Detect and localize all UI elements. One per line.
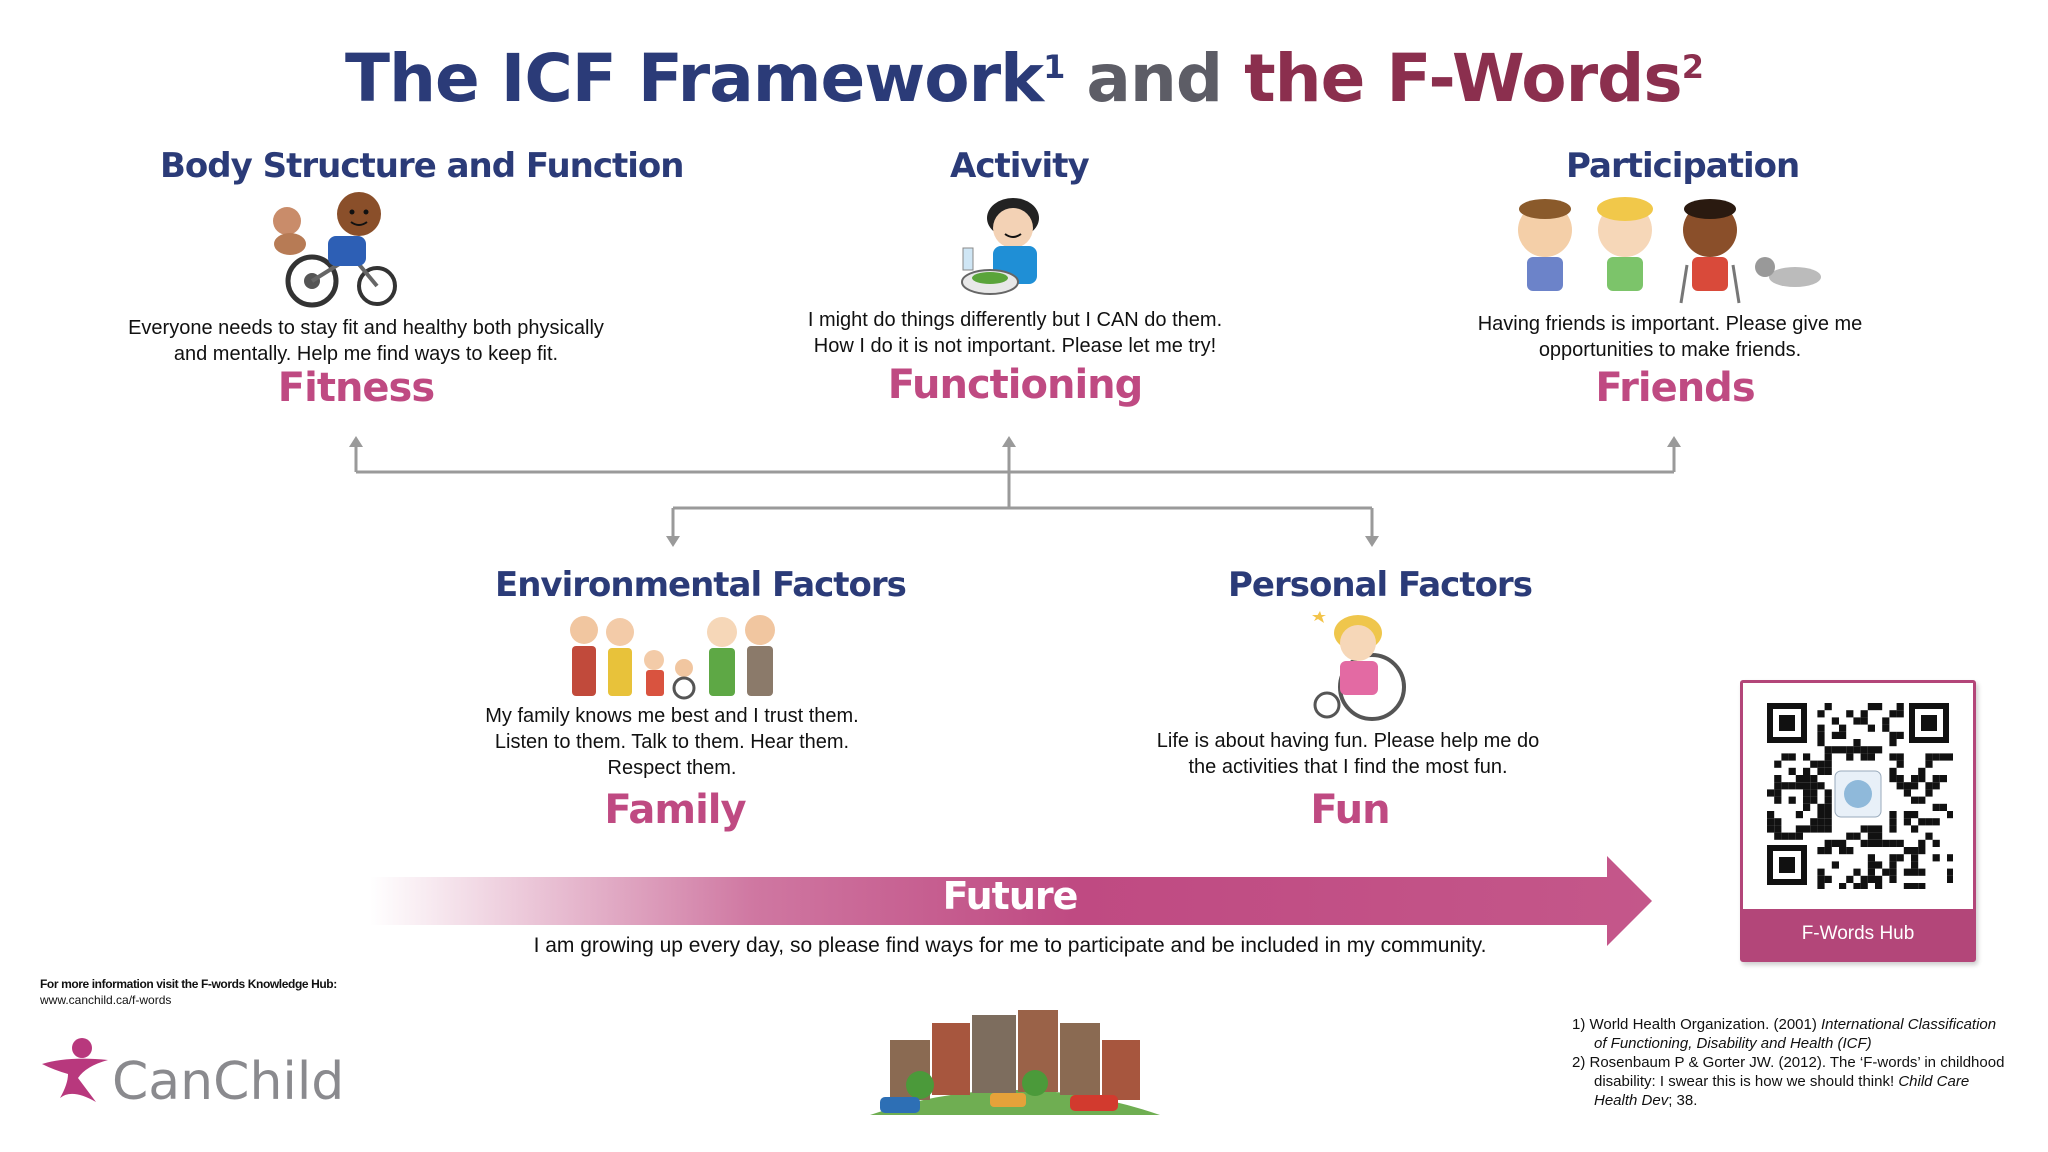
title-part3: the F-Words bbox=[1244, 40, 1683, 117]
activity-desc-line2: How I do it is not important. Please let… bbox=[813, 335, 1217, 357]
community-city-illustration bbox=[870, 1010, 1160, 1115]
reference-1: 1) World Health Organization. (2001) Int… bbox=[1572, 1015, 2012, 1053]
canchild-logo-text: CanChild bbox=[112, 1052, 345, 1112]
canchild-logo-icon bbox=[42, 1038, 108, 1102]
personal-desc-line2: the activities that I find the most fun. bbox=[1188, 756, 1508, 778]
environmental-factors-heading: Environmental Factors bbox=[495, 565, 907, 605]
child-in-wheelchair-illustration bbox=[1312, 611, 1406, 721]
personal-desc-line1: Life is about having fun. Please help me… bbox=[1156, 730, 1540, 752]
body-desc-line1: Everyone needs to stay fit and healthy b… bbox=[128, 317, 604, 339]
title-superscript-2: 2 bbox=[1681, 48, 1704, 86]
reference-1-text: 1) World Health Organization. (2001) bbox=[1572, 1016, 1822, 1033]
personal-factors-heading: Personal Factors bbox=[1228, 565, 1533, 605]
fword-fitness: Fitness bbox=[277, 365, 435, 411]
body-structure-description: Everyone needs to stay fit and healthy b… bbox=[66, 315, 666, 367]
title-part1: The ICF Framework bbox=[345, 40, 1044, 117]
personal-description: Life is about having fun. Please help me… bbox=[1048, 728, 1648, 780]
fword-family: Family bbox=[604, 787, 746, 833]
fword-functioning: Functioning bbox=[887, 362, 1144, 408]
environmental-desc-line1: My family knows me best and I trust them… bbox=[485, 705, 859, 727]
qr-code[interactable] bbox=[1763, 699, 1953, 889]
page-title: The ICF Framework1 and the F-Words2 bbox=[0, 40, 2048, 117]
future-label: Future bbox=[942, 874, 1079, 918]
environmental-desc-line2: Listen to them. Talk to them. Hear them. bbox=[494, 731, 850, 753]
reference-1-title: International Classification of Function… bbox=[1594, 1016, 1997, 1052]
friends-illustration bbox=[1518, 197, 1821, 304]
participation-desc-line1: Having friends is important. Please give… bbox=[1477, 313, 1863, 335]
qr-code-label: F-Words Hub bbox=[1743, 909, 1973, 959]
child-eating-illustration bbox=[961, 198, 1039, 295]
info-url-link[interactable]: www.canchild.ca/f-words bbox=[40, 993, 172, 1007]
reference-2: 2) Rosenbaum P & Gorter JW. (2012). The … bbox=[1572, 1053, 2012, 1110]
qr-code-card[interactable]: F-Words Hub bbox=[1740, 680, 1976, 962]
activity-desc-line1: I might do things differently but I CAN … bbox=[807, 309, 1223, 331]
body-structure-heading: Body Structure and Function bbox=[160, 146, 684, 186]
reference-2-text: 2) Rosenbaum P & Gorter JW. (2012). The … bbox=[1572, 1054, 2005, 1090]
reference-2-journal: Child Care Health Dev bbox=[1594, 1073, 1970, 1109]
future-description: I am growing up every day, so please fin… bbox=[533, 934, 1487, 957]
participation-desc-line2: opportunities to make friends. bbox=[1538, 339, 1802, 361]
child-on-tricycle-illustration bbox=[273, 192, 397, 308]
title-part2: and bbox=[1086, 40, 1223, 117]
fword-friends: Friends bbox=[1595, 365, 1755, 411]
references: 1) World Health Organization. (2001) Int… bbox=[1572, 1015, 2012, 1110]
family-illustration bbox=[570, 615, 775, 700]
participation-heading: Participation bbox=[1566, 146, 1800, 186]
activity-heading: Activity bbox=[950, 146, 1090, 186]
activity-description: I might do things differently but I CAN … bbox=[715, 307, 1315, 359]
environmental-desc-line3: Respect them. bbox=[607, 757, 737, 779]
reference-2-end: ; 38. bbox=[1668, 1092, 1698, 1109]
info-label: For more information visit the F-words K… bbox=[40, 977, 337, 991]
title-superscript-1: 1 bbox=[1043, 48, 1065, 86]
environmental-description: My family knows me best and I trust them… bbox=[372, 703, 972, 781]
body-desc-line2: and mentally. Help me find ways to keep … bbox=[173, 343, 559, 365]
fword-fun: Fun bbox=[1310, 787, 1390, 833]
participation-description: Having friends is important. Please give… bbox=[1370, 311, 1970, 363]
